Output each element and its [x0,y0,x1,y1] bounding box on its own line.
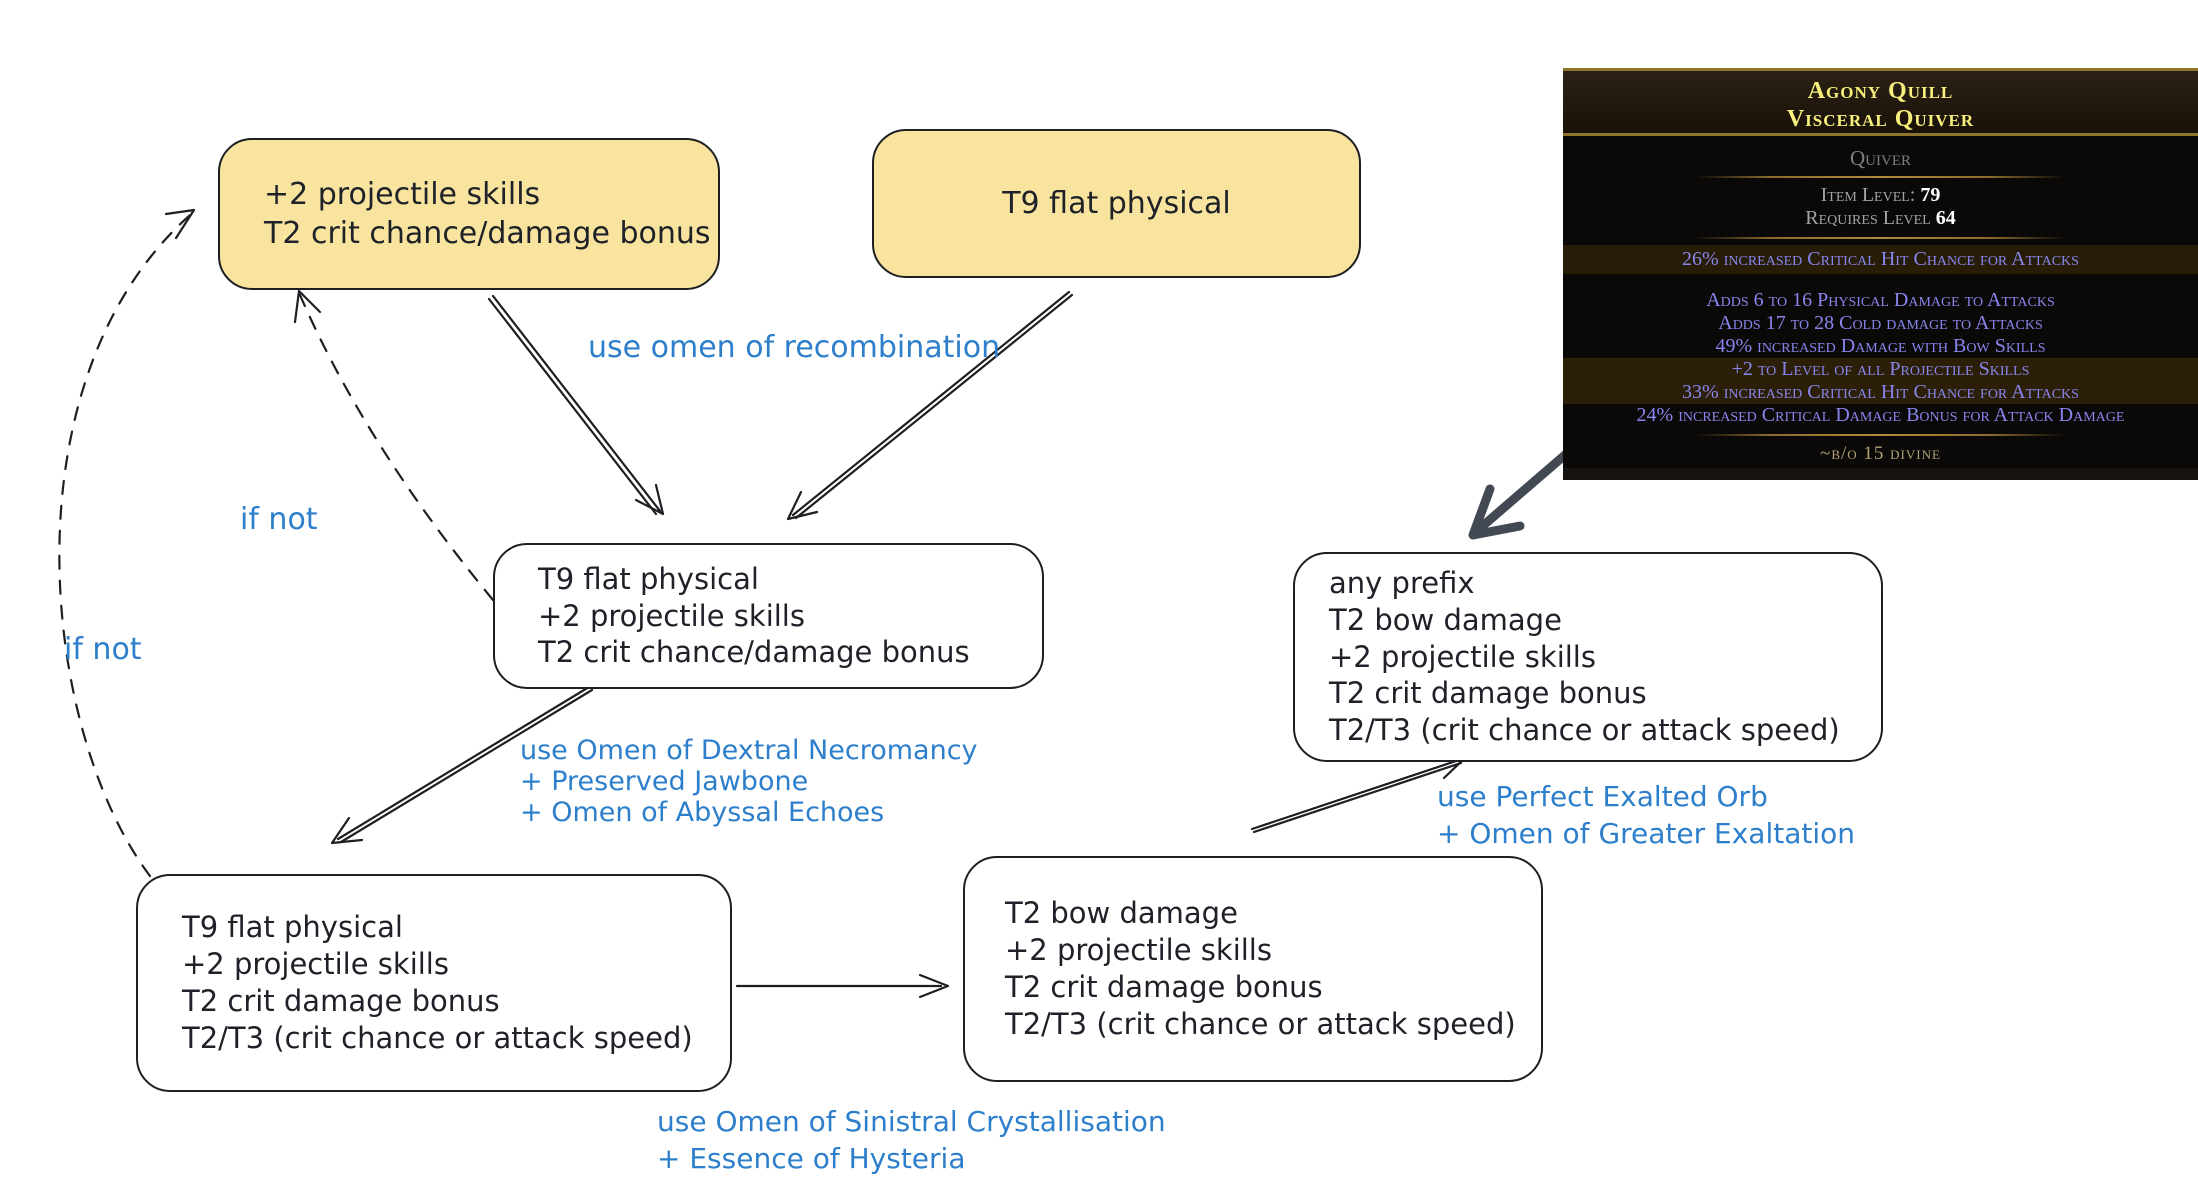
label-if-not-1: if not [240,502,318,537]
label-line: + Omen of Abyssal Echoes [520,797,885,828]
arrow-ifnot-from-recombined [293,289,495,602]
arrow-ifnot-from-bottomleft [58,208,196,878]
node-line: T2/T3 (crit chance or attack speed) [1005,1007,1516,1042]
arrow-necromancy-to-essence [735,973,950,999]
node-line: T2 crit chance/damage bonus [538,635,970,670]
item-base-type: Visceral Quiver [1786,106,1975,132]
node-line: T2 crit damage bonus [1329,676,1647,711]
label-if-not-2: if not [64,632,142,667]
node-necromancy-result: T9 flat physical +2 projectile skills T2… [136,874,732,1092]
buyout-price: ~b/o 15 divine [1820,443,1941,464]
node-line: T2/T3 (crit chance or attack speed) [182,1021,693,1056]
tooltip-separator [1696,434,2065,436]
node-line: +2 projectile skills [264,177,541,212]
requires-level-value: 64 [1935,207,1956,229]
node-line: T2 crit chance/damage bonus [264,216,711,251]
label-line: + Omen of Greater Exaltation [1437,817,1856,850]
tooltip-separator [1696,176,2065,178]
mod-line-highlighted: 33% increased Critical Hit Chance for At… [1563,381,2198,404]
node-line: T2/T3 (crit chance or attack speed) [1329,713,1840,748]
requires-level-row: Requires Level 64 [1563,207,2198,230]
node-line: T2 bow damage [1005,895,1238,930]
node-line: +2 projectile skills [182,946,449,981]
node-line: +2 projectile skills [1005,932,1272,967]
label-dextral-necromancy: use Omen of Dextral Necromancy + Preserv… [520,735,978,828]
label-recombination: use omen of recombination [588,330,1001,365]
item-name: Agony Quill [1807,78,1954,104]
item-class: Quiver [1850,146,1911,170]
mod-line: Adds 6 to 16 Physical Damage to Attacks [1706,289,2055,311]
mod-line: 24% increased Critical Damage Bonus for … [1636,404,2125,426]
mod-line: Adds 17 to 28 Cold damage to Attacks [1718,312,2043,334]
tooltip-separator [1696,237,2065,239]
requires-level-label: Requires Level [1805,207,1931,229]
tooltip-bottom-strip [1563,468,2198,480]
node-line: +2 projectile skills [1329,639,1596,674]
node-target: any prefix T2 bow damage +2 projectile s… [1293,552,1883,762]
mod-line: 49% increased Damage with Bow Skills [1715,335,2046,357]
label-sinistral: use Omen of Sinistral Crystallisation + … [657,1103,1166,1177]
explicit-mods: Adds 6 to 16 Physical Damage to Attacks … [1563,289,2198,427]
node-seed-phys: T9 flat physical [872,129,1361,278]
implicit-mod: 26% increased Critical Hit Chance for At… [1563,245,2198,274]
node-line: T2 bow damage [1329,602,1562,637]
label-line: use Omen of Dextral Necromancy [520,735,978,766]
label-line: use Omen of Sinistral Crystallisation [657,1105,1166,1138]
item-level-label: Item Level: [1820,184,1916,206]
item-level-value: 79 [1920,184,1941,206]
label-line: use Perfect Exalted Orb [1437,780,1768,813]
item-tooltip-header: Agony Quill Visceral Quiver [1563,68,2198,136]
node-line: T2 crit damage bonus [1005,970,1323,1004]
label-perfect-exalt: use Perfect Exalted Orb + Omen of Greate… [1437,778,1855,852]
arrow-seedphys-to-recombined [786,290,1074,521]
node-essence-result: T2 bow damage +2 projectile skills T2 cr… [963,856,1543,1082]
mod-line-highlighted: +2 to Level of all Projectile Skills [1563,358,2198,381]
label-line: + Preserved Jawbone [520,766,809,797]
node-line: +2 projectile skills [538,598,805,633]
node-line: T9 flat physical [182,909,403,944]
item-tooltip: Agony Quill Visceral Quiver Quiver Item … [1563,68,2198,480]
node-recombined: T9 flat physical +2 projectile skills T2… [493,543,1044,689]
arrow-essence-to-target [1250,752,1468,834]
item-level-row: Item Level: 79 [1563,184,2198,207]
node-line: T9 flat physical [1002,186,1231,221]
node-seed-mods: +2 projectile skills T2 crit chance/dama… [218,138,720,290]
node-line: T9 flat physical [538,562,759,597]
label-line: + Essence of Hysteria [657,1142,966,1175]
node-line: any prefix [1329,565,1475,600]
node-line: T2 crit damage bonus [182,984,500,1018]
